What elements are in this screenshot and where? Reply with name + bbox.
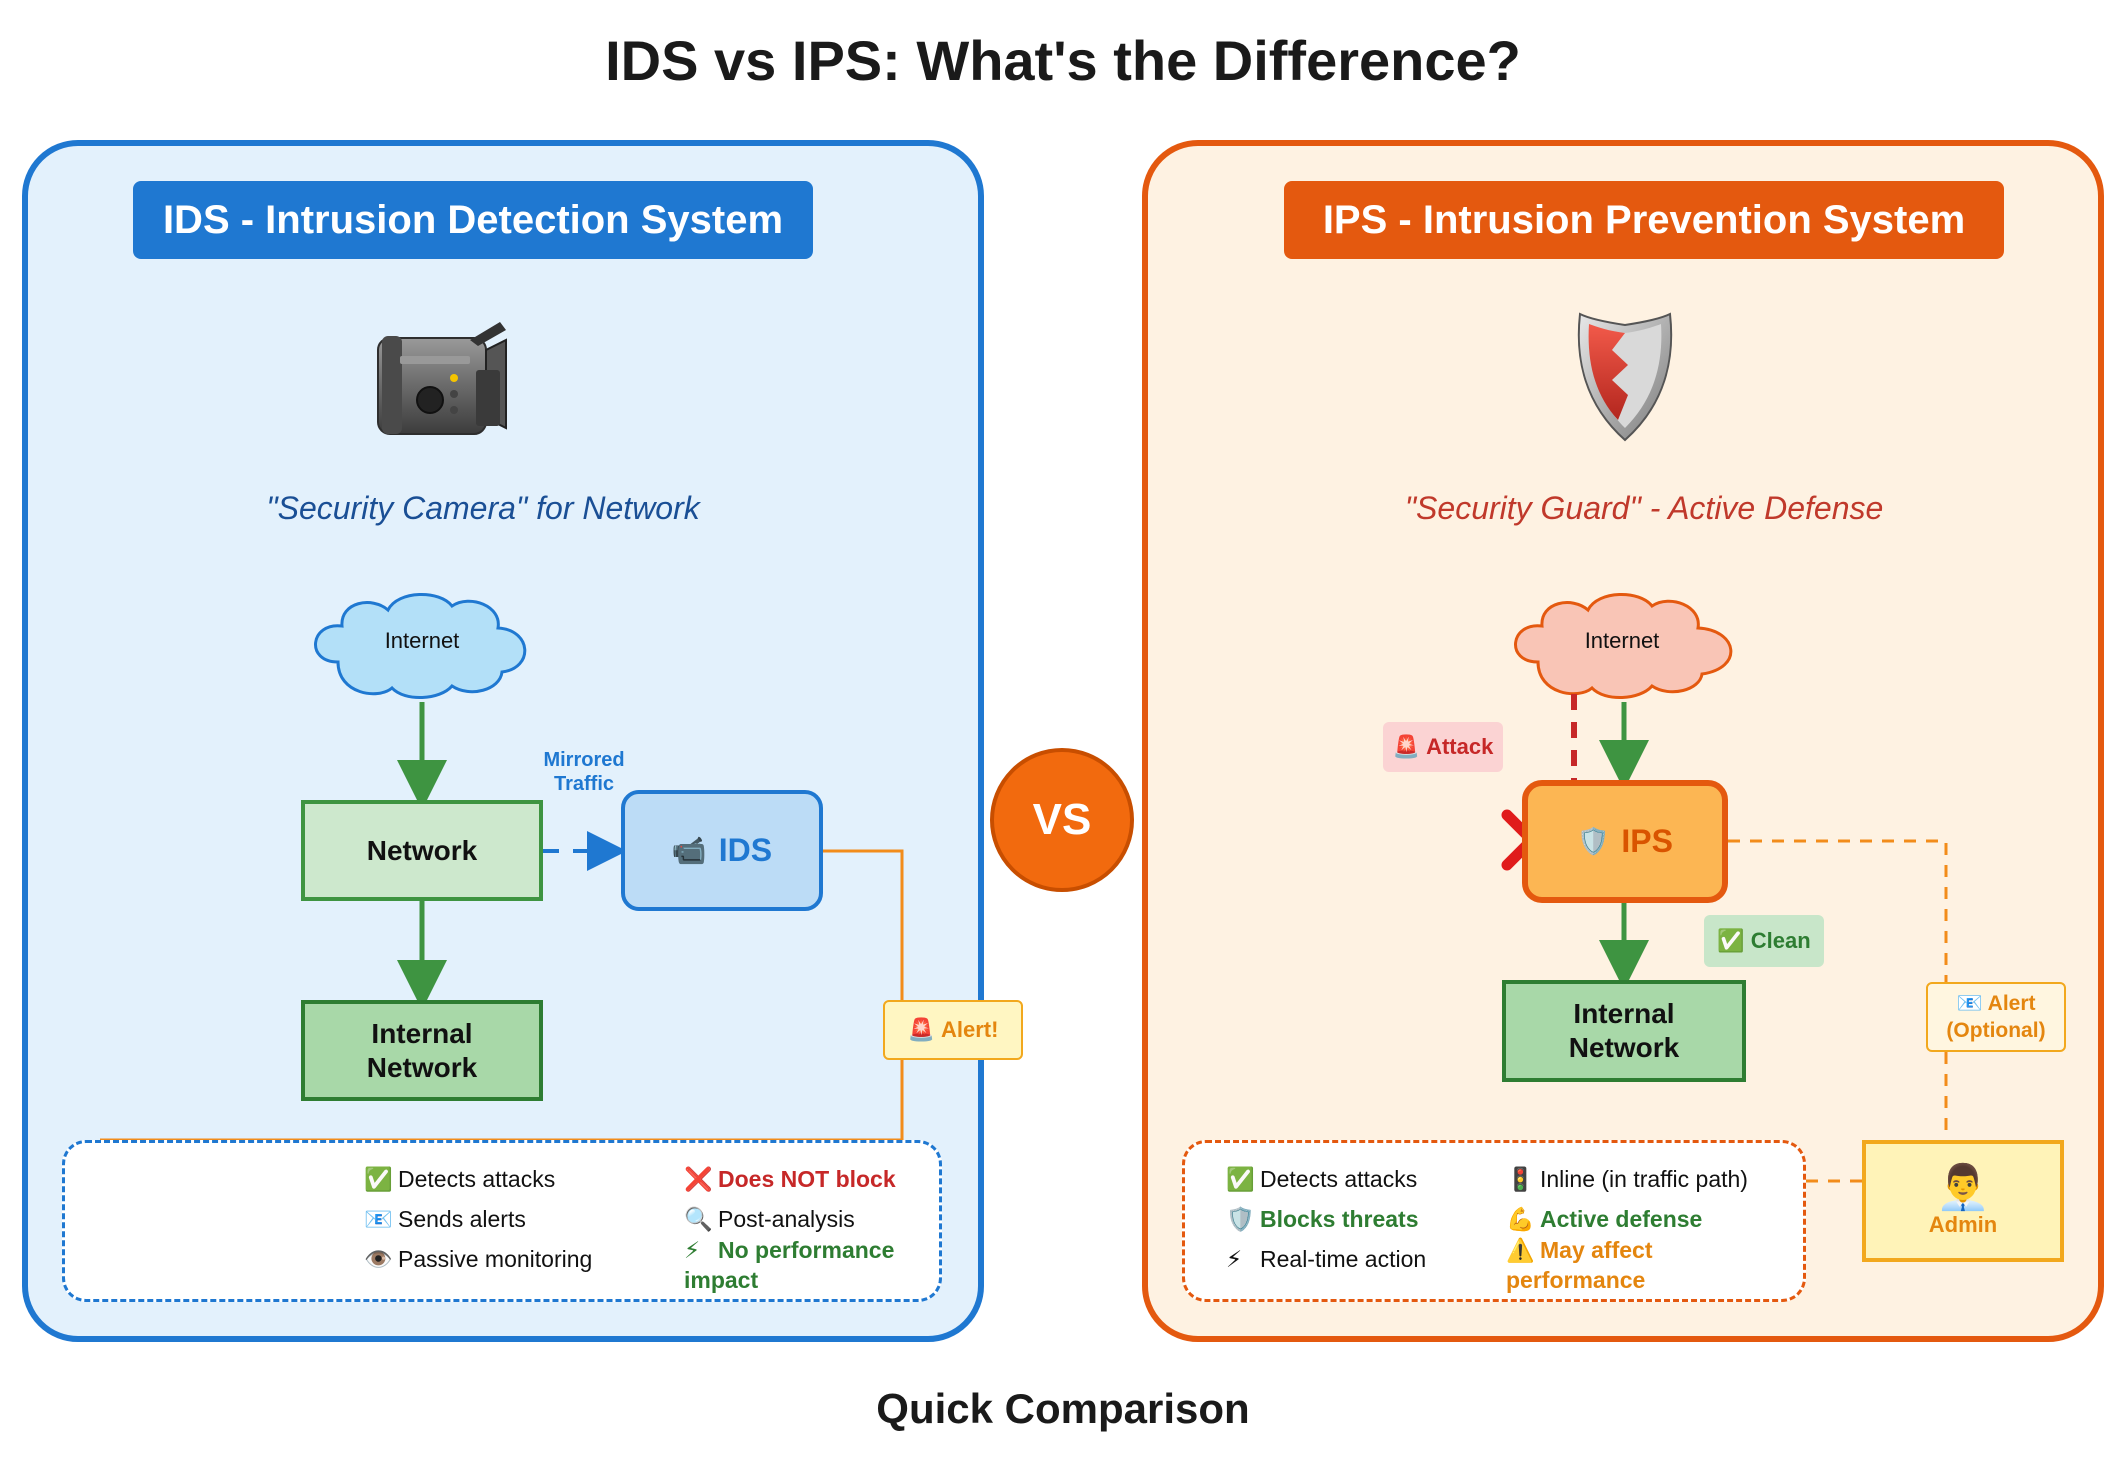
quick-comparison-label: Quick Comparison (876, 1385, 1250, 1432)
ids-feature-passive: 👁️Passive monitoring (364, 1246, 593, 1272)
ids-alert-tag: 🚨 Alert! (883, 1000, 1023, 1060)
shield-icon (1577, 312, 1673, 442)
flexed-arm-icon: 💪 (1506, 1206, 1535, 1232)
ips-feature-inline: 🚦Inline (in traffic path) (1506, 1166, 1748, 1192)
ips-internet-cloud (1514, 593, 1733, 700)
eye-icon: 👁️ (364, 1246, 393, 1272)
envelope-icon: 📧 (364, 1206, 393, 1232)
ids-header: IDS - Intrusion Detection System (133, 181, 813, 259)
lightning-icon: ⚡ (684, 1237, 701, 1263)
shield-small-icon: 🛡️ (1577, 825, 1610, 856)
lightning-icon: ⚡ (1226, 1246, 1243, 1272)
ids-feature-noblock: ❌Does NOT block (684, 1166, 896, 1192)
ids-feature-alerts: 📧Sends alerts (364, 1206, 526, 1232)
siren-icon: 🚨 (907, 1017, 935, 1042)
shield-small-icon: 🛡️ (1226, 1206, 1255, 1232)
check-icon: ✅ (364, 1166, 393, 1192)
attack-tag: 🚨 Attack (1383, 722, 1503, 772)
ids-alert-line (823, 849, 904, 1000)
ids-feature-postanalysis: 🔍Post-analysis (684, 1206, 855, 1232)
ips-header: IPS - Intrusion Prevention System (1284, 181, 2004, 259)
ips-feature-blocks: 🛡️Blocks threats (1226, 1206, 1419, 1232)
video-camera-small-icon: 📹 (671, 834, 707, 866)
ips-tagline: "Security Guard" - Active Defense (1404, 490, 1884, 526)
ids-internet-cloud (314, 593, 527, 700)
check-icon: ✅ (1717, 928, 1745, 953)
ips-feature-active: 💪Active defense (1506, 1206, 1703, 1232)
ids-features-box (62, 1140, 942, 1302)
envelope-icon: 📧 (1956, 991, 1983, 1015)
ids-tagline: "Security Camera" for Network (266, 490, 700, 526)
ips-feature-realtime: ⚡Real-time action (1226, 1246, 1427, 1272)
ips-cloud-label: Internet (1584, 628, 1660, 653)
ips-features-box (1182, 1140, 1806, 1302)
clean-tag: ✅ Clean (1704, 915, 1824, 967)
cross-icon: ❌ (684, 1166, 713, 1192)
vs-badge: VS (990, 748, 1134, 892)
traffic-light-icon: 🚦 (1506, 1166, 1535, 1192)
ids-cloud-label: Internet (384, 628, 460, 653)
ids-feature-detects: ✅Detects attacks (364, 1166, 556, 1192)
check-icon: ✅ (1226, 1166, 1255, 1192)
ips-node: 🛡️ IPS (1522, 780, 1728, 903)
ids-node: 📹 IDS (621, 790, 823, 911)
ips-alert-tag: 📧 Alert (Optional) (1926, 982, 2066, 1052)
person-icon: 👨‍💼 (1935, 1162, 1991, 1212)
page-title: IDS vs IPS: What's the Difference? (605, 29, 1521, 92)
ips-alert-line (1728, 839, 1948, 982)
ids-network-node: Network (301, 800, 543, 901)
siren-icon: 🚨 (1392, 734, 1421, 759)
warning-icon: ⚠️ (1506, 1237, 1535, 1263)
magnifier-icon: 🔍 (684, 1206, 713, 1232)
admin-node: 👨‍💼 Admin (1862, 1140, 2064, 1262)
video-camera-icon (377, 322, 507, 435)
ips-feature-detects: ✅Detects attacks (1226, 1166, 1418, 1192)
